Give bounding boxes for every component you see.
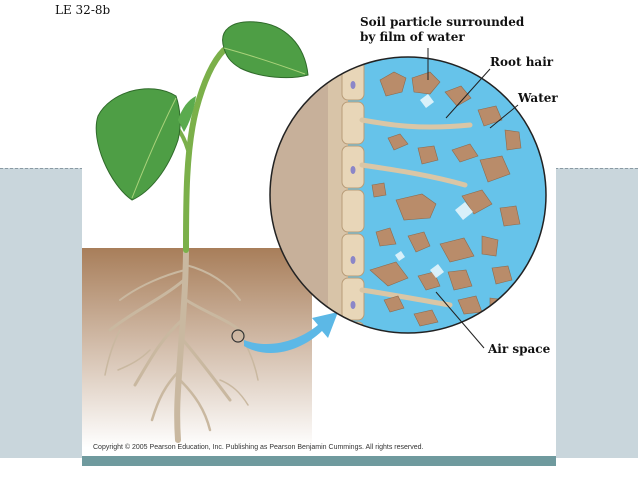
- callout-root-hair: Root hair: [490, 55, 554, 69]
- slide-label: LE 32-8b: [55, 3, 111, 17]
- copyright-text: Copyright © 2005 Pearson Education, Inc.…: [93, 444, 424, 451]
- slide-bottom-bar: [82, 456, 556, 466]
- soil-particles: [369, 71, 522, 327]
- leader-lines: [427, 48, 519, 349]
- leaf-left: [95, 88, 181, 201]
- callout-water: Water: [518, 91, 558, 105]
- callout-air-space: Air space: [488, 342, 551, 356]
- root-hairs: [359, 117, 473, 308]
- magnifier-circle: [231, 329, 245, 343]
- plant-leaves: [95, 21, 309, 201]
- magnified-view-border: [269, 56, 547, 334]
- plant-stem: [183, 47, 227, 253]
- curved-arrow-icon: [244, 312, 338, 354]
- callout-soil-particle: Soil particle surrounded by film of wate…: [360, 15, 525, 44]
